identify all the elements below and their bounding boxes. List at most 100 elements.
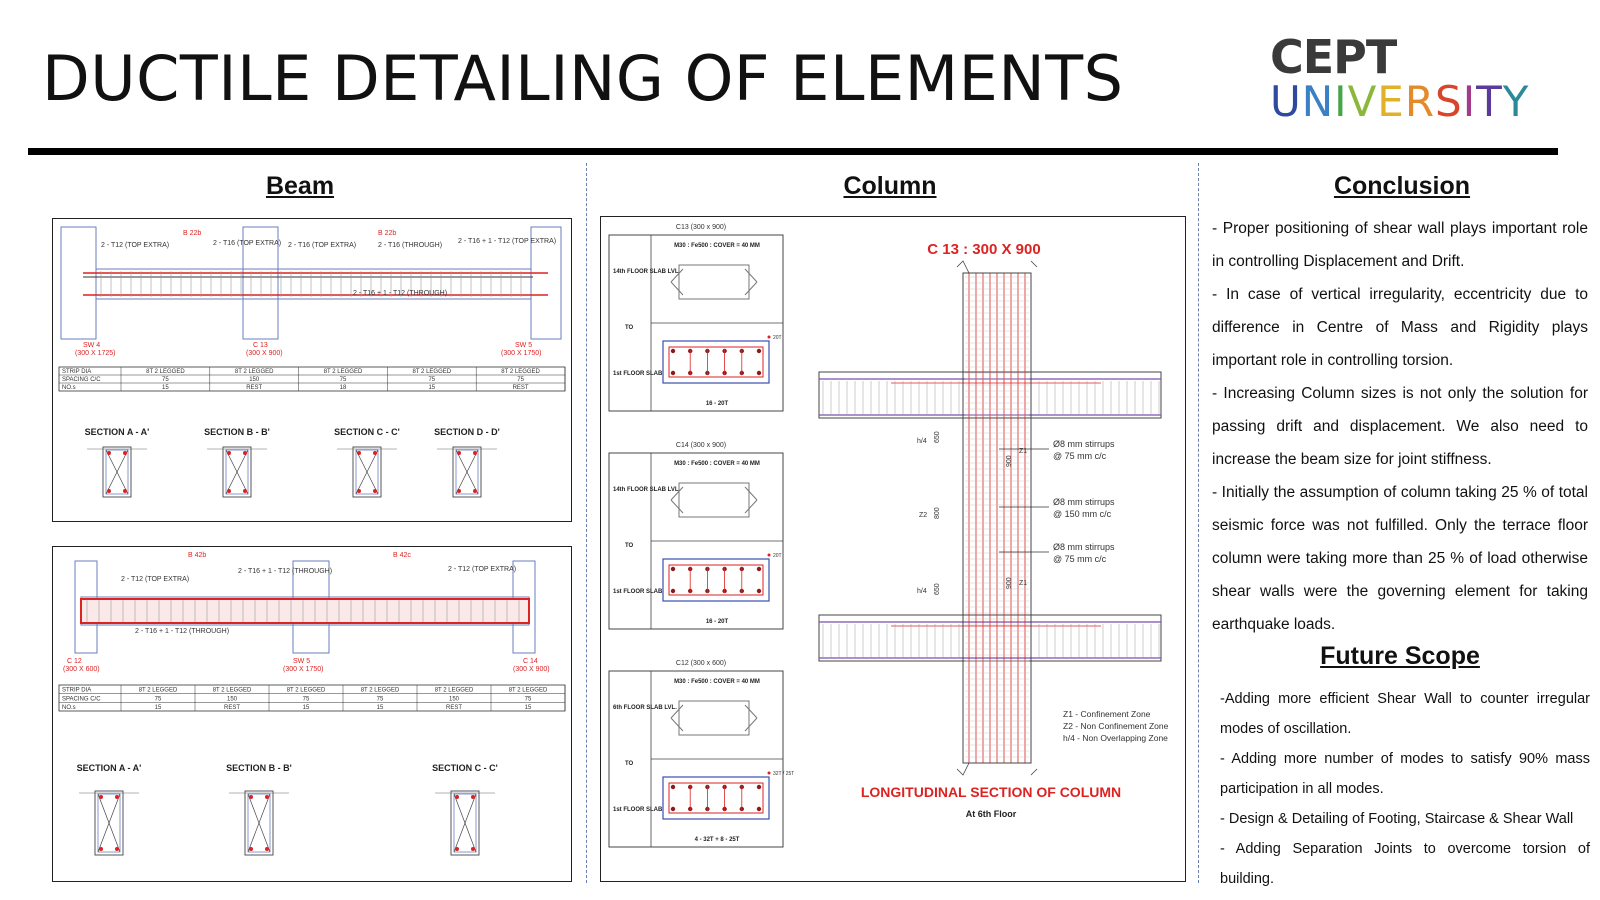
section-rebar [471, 847, 475, 851]
legend-dot [767, 553, 771, 557]
beam1-c-mid: C 13 [253, 342, 268, 349]
section-outline [452, 446, 482, 498]
beam1-note-1: 2 - T12 (TOP EXTRA) [101, 242, 169, 249]
column-section-name: C12 (300 x 600) [676, 660, 726, 667]
table-cell: 15 [525, 705, 532, 711]
column-sketch-lines [670, 486, 758, 514]
dim-800: 800 [934, 507, 941, 519]
dim-h4-top: h/4 [917, 438, 927, 445]
column-sketch-lines [670, 268, 758, 296]
beam2-sections: SECTION A - A'SECTION B - B'SECTION C - … [77, 763, 498, 856]
logo-letter: R [1404, 77, 1436, 126]
section-rebar [373, 489, 377, 493]
beam2-sw-mid-size: (300 X 1750) [283, 666, 323, 673]
section-rebar [99, 795, 103, 799]
header-rule [28, 148, 1558, 155]
dim-z1-bottom: Z1 [1019, 580, 1027, 587]
table-cell: 8T 2 LEGGED [324, 369, 363, 375]
section-stirrup [455, 449, 479, 495]
slab-rebars [819, 378, 1161, 659]
column-tie [668, 346, 764, 378]
beam2-c-left-size: (300 X 600) [63, 666, 100, 673]
beam1-note-3: 2 - T16 (TOP EXTRA) [288, 242, 356, 249]
section-tie [455, 449, 479, 495]
divider-left [586, 163, 587, 883]
column-spec: M30 : Fe500 : COVER = 40 MM [674, 243, 760, 249]
beam-drawing-2: B 42b B 42c 2 - T12 (TOP EXTRA) 2 - T16 … [52, 546, 572, 882]
future-item-4: - Adding Separation Joints to overcome t… [1220, 841, 1590, 887]
break-line-bottom [956, 762, 1038, 776]
beam1-stirrups [100, 271, 522, 297]
legend-dot [767, 335, 771, 339]
dim-900-top: 900 [1006, 455, 1013, 467]
section-rebar [265, 847, 269, 851]
column-sketch [678, 264, 750, 300]
column-rebar-section [662, 558, 770, 602]
table-cell: 8T 2 LEGGED [146, 369, 185, 375]
beam2-note-1: 2 - T12 (TOP EXTRA) [121, 576, 189, 583]
column-heading: Column [843, 172, 937, 200]
column-sketch-lines [670, 704, 758, 732]
beam2-c-right-size: (300 X 900) [513, 666, 550, 673]
section-title: SECTION C - C' [334, 427, 400, 437]
beam1-sw-left-size: (300 X 1725) [75, 350, 115, 357]
section-rebar [115, 795, 119, 799]
beam2-note-3: 2 - T12 (TOP EXTRA) [448, 566, 516, 573]
table-cell: 75 [377, 696, 384, 702]
beam2-note-4: 2 - T16 + 1 - T12 (THROUGH) [135, 628, 229, 635]
divider-right [1198, 163, 1199, 883]
column-legend: 20T [773, 553, 782, 559]
legend-h4: h/4 - Non Overlapping Zone [1063, 733, 1168, 743]
dim-900-bottom: 900 [1006, 577, 1013, 589]
dim-z1-top: Z1 [1019, 448, 1027, 455]
section-title: SECTION A - A' [77, 763, 142, 773]
table-cell: 8T 2 LEGGED [435, 688, 474, 694]
section-title: SECTION A - A' [85, 427, 150, 437]
section-stirrup [97, 793, 121, 853]
section-stirrup [105, 449, 129, 495]
table-row-header: SPACING C/C [62, 696, 101, 702]
table-cell: 15 [377, 705, 384, 711]
beam-drawing-1-svg: B 22b B 22b 2 - T12 (TOP EXTRA) 2 - T16 … [58, 226, 566, 498]
section-tie [105, 449, 129, 495]
column-top-level: 6th FLOOR SLAB LVL. [613, 705, 677, 711]
logo-line1: CEPT [1270, 30, 1397, 84]
beam1-b-left: B 22b [183, 230, 201, 237]
column-rebar [756, 370, 762, 376]
future-scope-heading: Future Scope [1320, 642, 1480, 670]
support-left [60, 226, 97, 340]
beam1-note-2: 2 - T16 (TOP EXTRA) [213, 240, 281, 247]
beam1-b-right: B 22b [378, 230, 396, 237]
column-bars: 16 - 20T [706, 619, 729, 625]
table-cell: 8T 2 LEGGED [235, 369, 274, 375]
section-rebar [457, 489, 461, 493]
column-rebar [756, 806, 762, 812]
section-rebar [123, 489, 127, 493]
section-rebar [227, 489, 231, 493]
dim-h4-bottom: h/4 [917, 588, 927, 595]
logo-letter: V [1347, 77, 1378, 126]
table-cell: 8T 2 LEGGED [139, 688, 178, 694]
section-rebar [265, 795, 269, 799]
logo-letter: S [1435, 77, 1463, 126]
section-rebar [473, 489, 477, 493]
logo-letter: U [1270, 77, 1302, 126]
beam1-sw-right: SW 5 [515, 342, 532, 349]
table-cell: REST [224, 705, 240, 711]
conclusion-item-3: - Increasing Column sizes is not only th… [1212, 385, 1588, 468]
table-cell: 150 [249, 377, 260, 383]
section-rebar [99, 847, 103, 851]
logo-letter: I [1462, 77, 1477, 126]
section-rebar [249, 847, 253, 851]
beam1-note-5: 2 - T16 + 1 - T12 (TOP EXTRA) [458, 238, 556, 245]
section-stirrup [355, 449, 379, 495]
section-stirrup [225, 449, 249, 495]
table-cell: 8T 2 LEGGED [509, 688, 548, 694]
beam1-sections: SECTION A - A'SECTION B - B'SECTION C - … [85, 427, 500, 498]
column-rebar [670, 566, 676, 572]
section-rebar [473, 451, 477, 455]
section-rebar [115, 847, 119, 851]
beam-drawing-2-svg: B 42b B 42c 2 - T12 (TOP EXTRA) 2 - T16 … [58, 552, 566, 856]
